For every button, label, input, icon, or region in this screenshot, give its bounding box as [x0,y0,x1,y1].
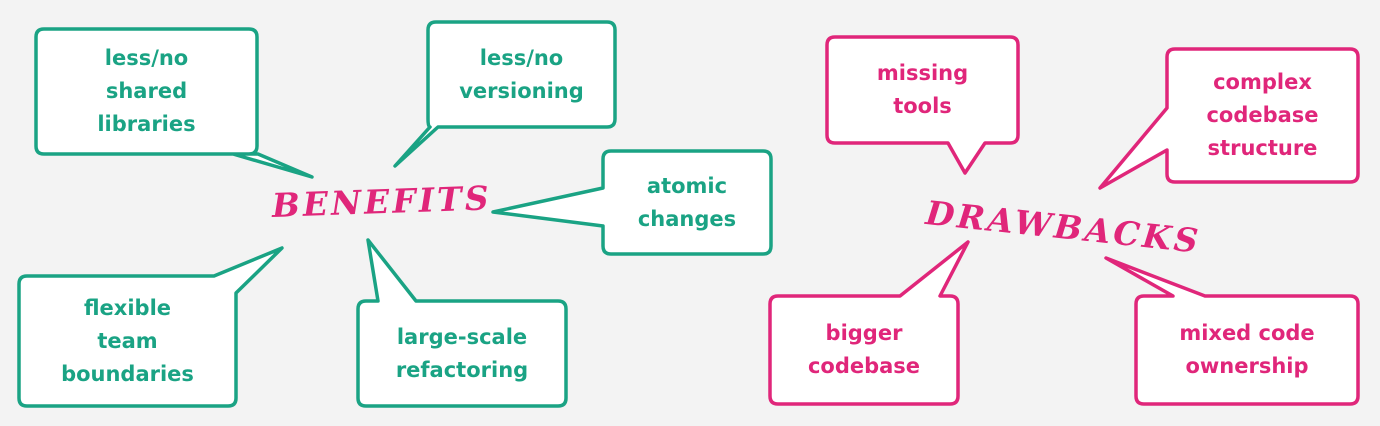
bubble-line: complex [1213,70,1312,94]
benefit-refactoring: large-scale refactoring [358,301,566,406]
bubble-shape-code-ownership [1104,256,1360,406]
bubble-shape-codebase-structure [1098,47,1360,190]
benefit-atomic-changes: atomic changes [603,151,771,254]
bubble-line: mixed code [1179,321,1315,345]
bubble-line: atomic [646,173,728,198]
bubble-line: tools [893,94,952,118]
benefit-team-boundaries: flexible team boundaries [19,276,236,406]
bubble-shape-shared-libraries [34,27,314,179]
bubble-line: versioning [459,78,584,103]
drawback-missing-tools: missing tools [827,37,1018,143]
bubble-shape-bigger-codebase [768,240,970,406]
bubble-line: bigger [825,321,903,345]
benefit-versioning: less/no versioning [428,22,615,127]
bubble-shape-missing-tools [825,35,1020,175]
bubble-line: codebase [807,354,921,378]
bubble-line: libraries [97,112,196,136]
bubble-line: structure [1207,136,1318,160]
bubble-line: less/no [479,45,564,70]
bubble-line: ownership [1185,354,1309,378]
benefits-title: BENEFITS [271,178,493,225]
bubble-shape-versioning [393,20,617,168]
drawback-bigger-codebase: bigger codebase [770,296,958,404]
bubble-line: missing [876,61,969,85]
drawback-codebase-structure: complex codebase structure [1167,49,1358,182]
benefit-shared-libraries: less/no shared libraries [36,29,257,154]
bubble-line: shared [105,79,188,103]
bubble-line: changes [637,206,737,231]
bubble-line: boundaries [61,361,194,386]
bubble-shape-refactoring [356,238,568,408]
drawback-code-ownership: mixed code ownership [1136,296,1358,404]
bubble-line: refactoring [395,357,529,382]
bubble-line: team [97,328,158,353]
bubble-shape-team-boundaries [17,246,284,408]
bubble-line: flexible [83,295,172,320]
bubble-line: less/no [104,46,189,70]
bubble-shape-atomic-changes [491,149,773,256]
bubble-line: codebase [1206,103,1319,127]
bubble-line: large-scale [396,324,528,349]
